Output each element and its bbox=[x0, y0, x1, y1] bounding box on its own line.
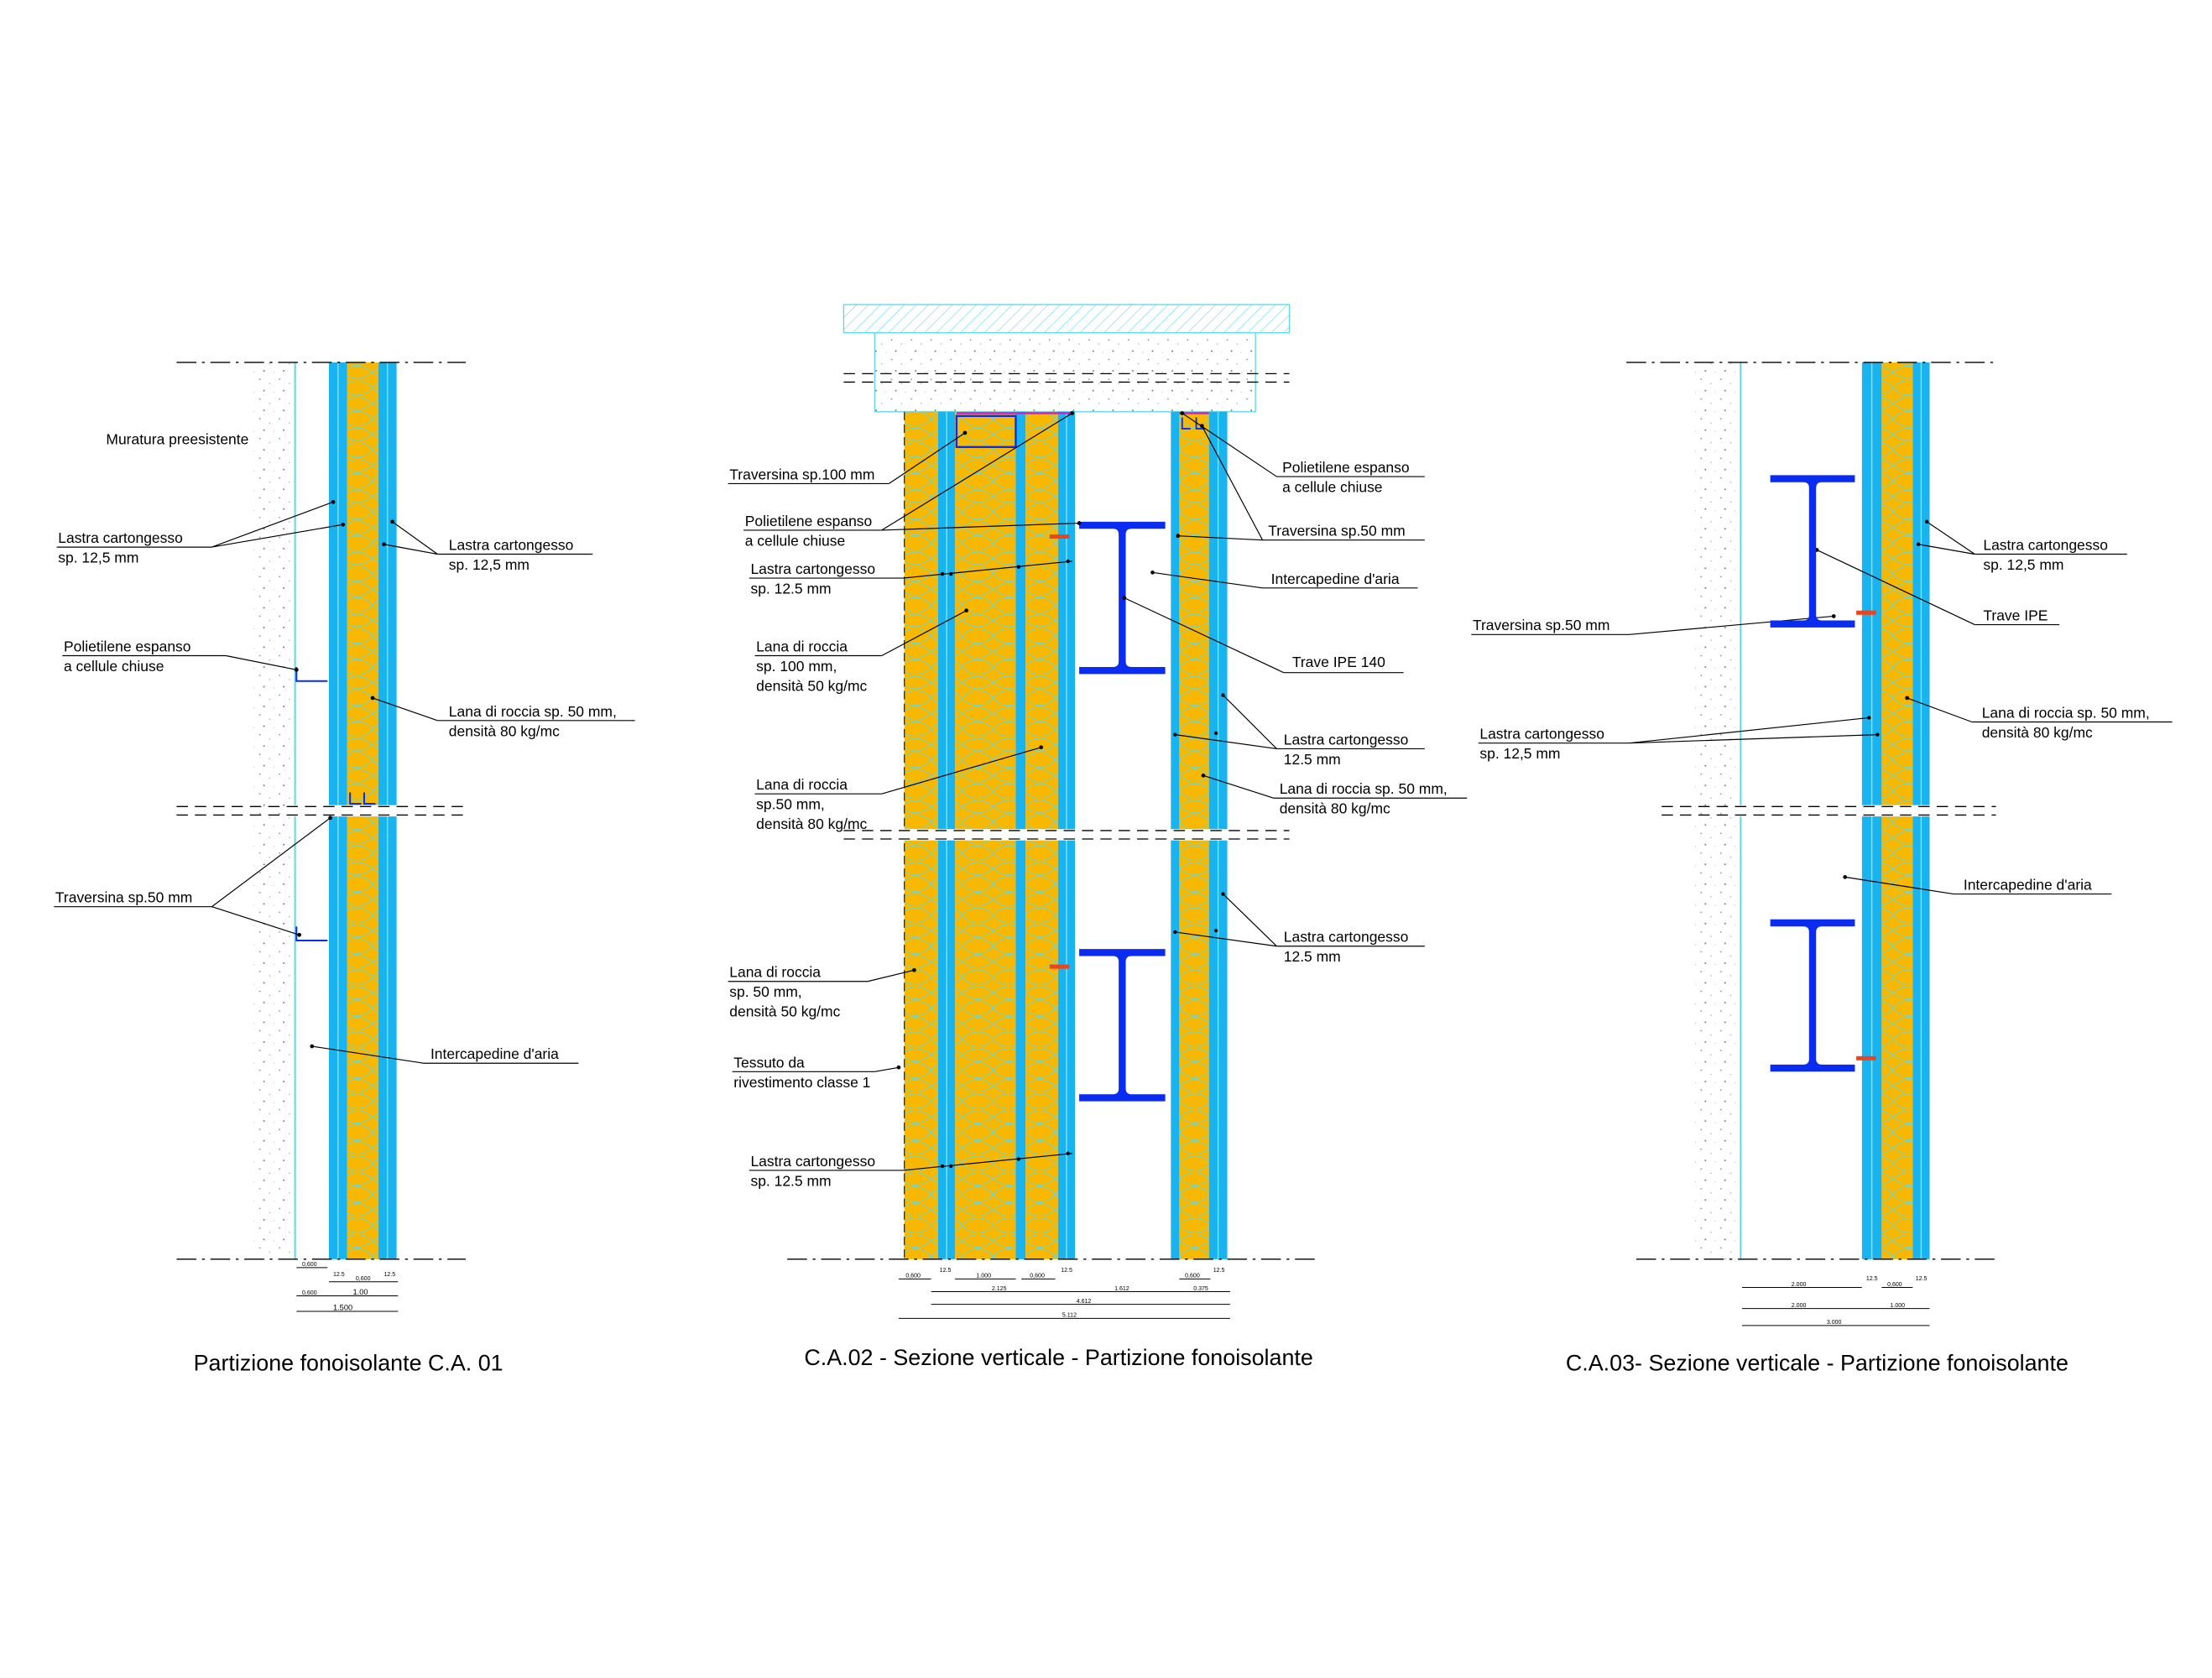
drawing-ca01: Muratura preesistente Lastra cartongesso… bbox=[54, 362, 635, 1376]
label-lana100-3: densità 50 kg/mc bbox=[756, 678, 867, 695]
existing-masonry bbox=[1693, 362, 1738, 1259]
label-lana-2: densità 80 kg/mc bbox=[449, 722, 560, 739]
title-ca02: C.A.02 - Sezione verticale - Partizione … bbox=[804, 1345, 1312, 1370]
label-lastra-bottom: Lastra cartongesso bbox=[750, 1153, 875, 1170]
label-lana: Lana di roccia sp. 50 mm, bbox=[449, 703, 617, 720]
label-muratura: Muratura preesistente bbox=[106, 430, 248, 447]
label-traversina100: Traversina sp.100 mm bbox=[729, 466, 874, 482]
floor-slab-finish bbox=[843, 304, 1291, 334]
dimension-value: 2.125 bbox=[992, 1286, 1007, 1292]
dimension-value: 0,600 bbox=[302, 1290, 317, 1296]
anchor-bolt bbox=[1049, 534, 1070, 539]
label-intercapedine: Intercapedine d'aria bbox=[1964, 877, 2092, 894]
label-traversina50: Traversina sp.50 mm bbox=[1268, 523, 1405, 539]
ipe-beam bbox=[1770, 475, 1876, 628]
drawing-ca02: Traversina sp.100 mm Polietilene espanso… bbox=[728, 304, 1468, 1370]
label-pe-left: Polietilene espanso bbox=[745, 513, 873, 529]
label-lana-right: Lana di roccia sp. 50 mm, bbox=[1280, 780, 1448, 797]
label-lastra-top-2: sp. 12.5 mm bbox=[750, 581, 831, 597]
dimension-value: 0,600 bbox=[1185, 1274, 1200, 1279]
label-lastra-right: Lastra cartongesso bbox=[449, 536, 574, 553]
label-pe-right-2: a cellule chiuse bbox=[1282, 479, 1382, 496]
dimension-value: 12.5 bbox=[1916, 1276, 1928, 1282]
dimension-value: 1.612 bbox=[1114, 1286, 1129, 1292]
label-pe: Polietilene espanso bbox=[64, 638, 191, 654]
label-traversina: Traversina sp.50 mm bbox=[1473, 617, 1609, 633]
dimension-value: 0.375 bbox=[1193, 1286, 1208, 1292]
dimension-value: 12.5 bbox=[383, 1272, 395, 1278]
label-lastra-r2-2: 12.5 mm bbox=[1284, 948, 1341, 965]
label-tessuto-2: rivestimento classe 1 bbox=[733, 1074, 870, 1091]
label-pe-right: Polietilene espanso bbox=[1282, 459, 1410, 476]
dimension-value: 4.612 bbox=[1077, 1299, 1092, 1305]
existing-masonry bbox=[251, 362, 294, 1259]
ipe-beam bbox=[1049, 521, 1166, 675]
dimension-value: 2.000 bbox=[1792, 1282, 1807, 1288]
dimension-value: 1.000 bbox=[976, 1274, 991, 1279]
label-lastra-top: Lastra cartongesso bbox=[750, 560, 875, 577]
dimension-value: 0,600 bbox=[356, 1276, 371, 1282]
label-lana50b-2: sp. 50 mm, bbox=[729, 983, 801, 1000]
dimension-value: 1.00 bbox=[353, 1288, 368, 1296]
label-lana50b: Lana di roccia bbox=[729, 964, 821, 981]
label-trave: Trave IPE 140 bbox=[1292, 654, 1385, 670]
dimension-value: 12.5 bbox=[333, 1272, 345, 1278]
anchor-bolt bbox=[1856, 1055, 1876, 1060]
anchor-bolt bbox=[1856, 610, 1876, 615]
label-tessuto: Tessuto da bbox=[733, 1054, 805, 1071]
label-lana50b-3: densità 50 kg/mc bbox=[729, 1003, 840, 1020]
label-lastra-bottom-2: sp. 12.5 mm bbox=[750, 1172, 831, 1189]
label-lastra-left: Lastra cartongesso bbox=[1479, 726, 1604, 743]
label-lana100-2: sp. 100 mm, bbox=[756, 658, 837, 675]
label-lastra-right-thk: sp. 12,5 mm bbox=[449, 556, 530, 573]
ipe-beam bbox=[1770, 919, 1876, 1072]
label-lastra-left: Lastra cartongesso bbox=[58, 529, 183, 546]
dimension-value: 3.000 bbox=[1827, 1320, 1842, 1326]
label-lana100: Lana di roccia bbox=[756, 638, 848, 654]
label-intercapedine: Intercapedine d'aria bbox=[1271, 571, 1400, 587]
label-lastra-r1-2: 12.5 mm bbox=[1284, 751, 1341, 768]
dimension-chain: 0,600 0,600 12.5 12.5 0,600 1.00 1.500 bbox=[296, 1262, 399, 1312]
label-lastra-left-thk: sp. 12,5 mm bbox=[58, 550, 138, 566]
concrete-slab bbox=[874, 331, 1256, 413]
title-ca03: C.A.03- Sezione verticale - Partizione f… bbox=[1566, 1351, 2069, 1376]
label-pe-2: a cellule chiuse bbox=[64, 658, 164, 675]
label-lana-right-2: densità 80 kg/mc bbox=[1280, 800, 1390, 817]
label-lana50a-2: sp.50 mm, bbox=[756, 796, 825, 813]
dimension-value: 1.500 bbox=[333, 1303, 352, 1311]
dimension-chain: 0,600 12.5 1.000 0,600 12.5 0,600 12.5 2… bbox=[898, 1268, 1230, 1319]
label-intercapedine: Intercapedine d'aria bbox=[430, 1045, 559, 1062]
dimension-value: 5.112 bbox=[1062, 1313, 1077, 1319]
label-lana-2: densità 80 kg/mc bbox=[1982, 724, 2093, 741]
dimension-value: 0,600 bbox=[1030, 1274, 1045, 1279]
dimension-value: 0,600 bbox=[905, 1274, 921, 1279]
ipe-beam bbox=[1049, 949, 1166, 1102]
label-lastra-right-2: sp. 12,5 mm bbox=[1983, 556, 2063, 573]
label-traversina: Traversina sp.50 mm bbox=[55, 889, 192, 906]
label-trave: Trave IPE bbox=[1983, 607, 2048, 623]
label-lana: Lana di roccia sp. 50 mm, bbox=[1982, 704, 2150, 721]
dimension-chain: 2.000 12.5 0,600 12.5 2.000 1.000 3.000 bbox=[1741, 1276, 1930, 1326]
label-lastra-r2: Lastra cartongesso bbox=[1284, 929, 1409, 946]
dimension-value: 2.000 bbox=[1792, 1303, 1807, 1309]
dimension-value: 12.5 bbox=[1213, 1268, 1225, 1274]
dimension-value: 12.5 bbox=[940, 1268, 952, 1274]
label-lastra-r1: Lastra cartongesso bbox=[1284, 731, 1409, 748]
dimension-value: 12.5 bbox=[1061, 1268, 1072, 1274]
dimension-value: 0,600 bbox=[302, 1262, 317, 1268]
anchor-bolt bbox=[1049, 964, 1070, 969]
drawing-ca03: Lastra cartongesso sp. 12,5 mm Trave IPE… bbox=[1471, 362, 2173, 1376]
title-ca01: Partizione fonoisolante C.A. 01 bbox=[194, 1351, 503, 1376]
label-lastra-right: Lastra cartongesso bbox=[1983, 536, 2108, 553]
label-lana50a-3: densità 80 kg/mc bbox=[756, 816, 867, 832]
stud-profile bbox=[295, 666, 376, 942]
dimension-value: 1.000 bbox=[1890, 1303, 1905, 1309]
label-lastra-left-2: sp. 12,5 mm bbox=[1479, 745, 1560, 762]
dimension-value: 12.5 bbox=[1866, 1276, 1878, 1282]
label-pe-left-2: a cellule chiuse bbox=[745, 532, 845, 549]
label-lana50a: Lana di roccia bbox=[756, 776, 848, 793]
dimension-value: 0,600 bbox=[1887, 1282, 1902, 1288]
